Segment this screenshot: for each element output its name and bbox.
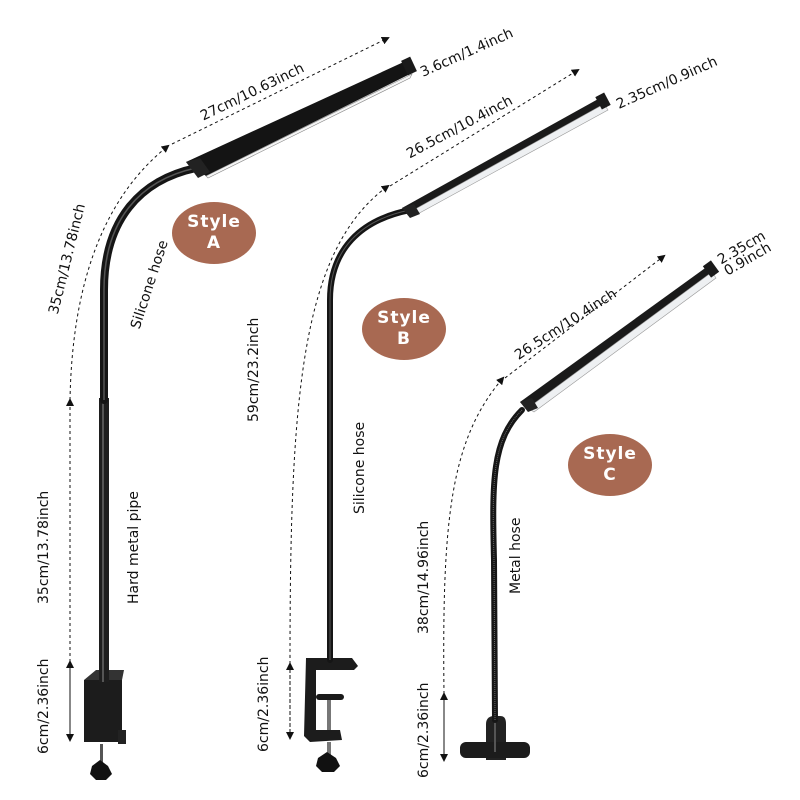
label-a-clamp-height: 6cm/2.36inch (36, 658, 52, 754)
badge-style-c-line1: Style (583, 444, 637, 464)
badge-style-a-line1: Style (187, 212, 241, 232)
badge-style-c-line2: C (603, 465, 617, 485)
lamp-style-a (66, 37, 417, 780)
label-c-hose-length: 38cm/14.96inch (416, 520, 432, 634)
lamp-a-clamp (84, 670, 126, 780)
dim-line-a-head (171, 37, 390, 145)
badge-style-a: Style A (172, 202, 256, 264)
dim-line-b-head (389, 68, 580, 187)
lamp-b-head (402, 92, 611, 218)
badge-style-c: Style C (568, 434, 652, 496)
lamp-style-c (440, 254, 720, 762)
label-a-pipe-type: Hard metal pipe (126, 491, 142, 604)
label-b-clamp-height: 6cm/2.36inch (256, 656, 272, 752)
label-a-pipe-length: 35cm/13.78inch (36, 490, 52, 604)
lamp-b-c-clamp (304, 658, 358, 772)
lamp-b-knob (316, 752, 340, 772)
lamp-c-head (520, 260, 720, 413)
badge-style-b-line2: B (397, 329, 411, 349)
label-c-clip-height: 6cm/2.36inch (416, 682, 432, 778)
label-c-hose-type: Metal hose (508, 517, 524, 594)
badge-style-b: Style B (362, 298, 446, 360)
lamp-a-head (186, 56, 417, 179)
label-b-hose-length: 59cm/23.2inch (246, 317, 262, 422)
badge-style-b-line1: Style (377, 308, 431, 328)
dim-line-c-hose (443, 376, 505, 695)
lamp-style-b (286, 68, 611, 772)
dim-line-b-hose (289, 184, 390, 665)
badge-style-a-line2: A (206, 233, 222, 253)
lamp-b-hose (327, 207, 413, 663)
label-b-hose-type: Silicone hose (352, 421, 368, 514)
lamp-c-hose (490, 407, 525, 723)
lamp-a-knob (90, 760, 112, 780)
dim-line-a-hose (69, 144, 170, 401)
lamp-c-clip (460, 716, 530, 760)
